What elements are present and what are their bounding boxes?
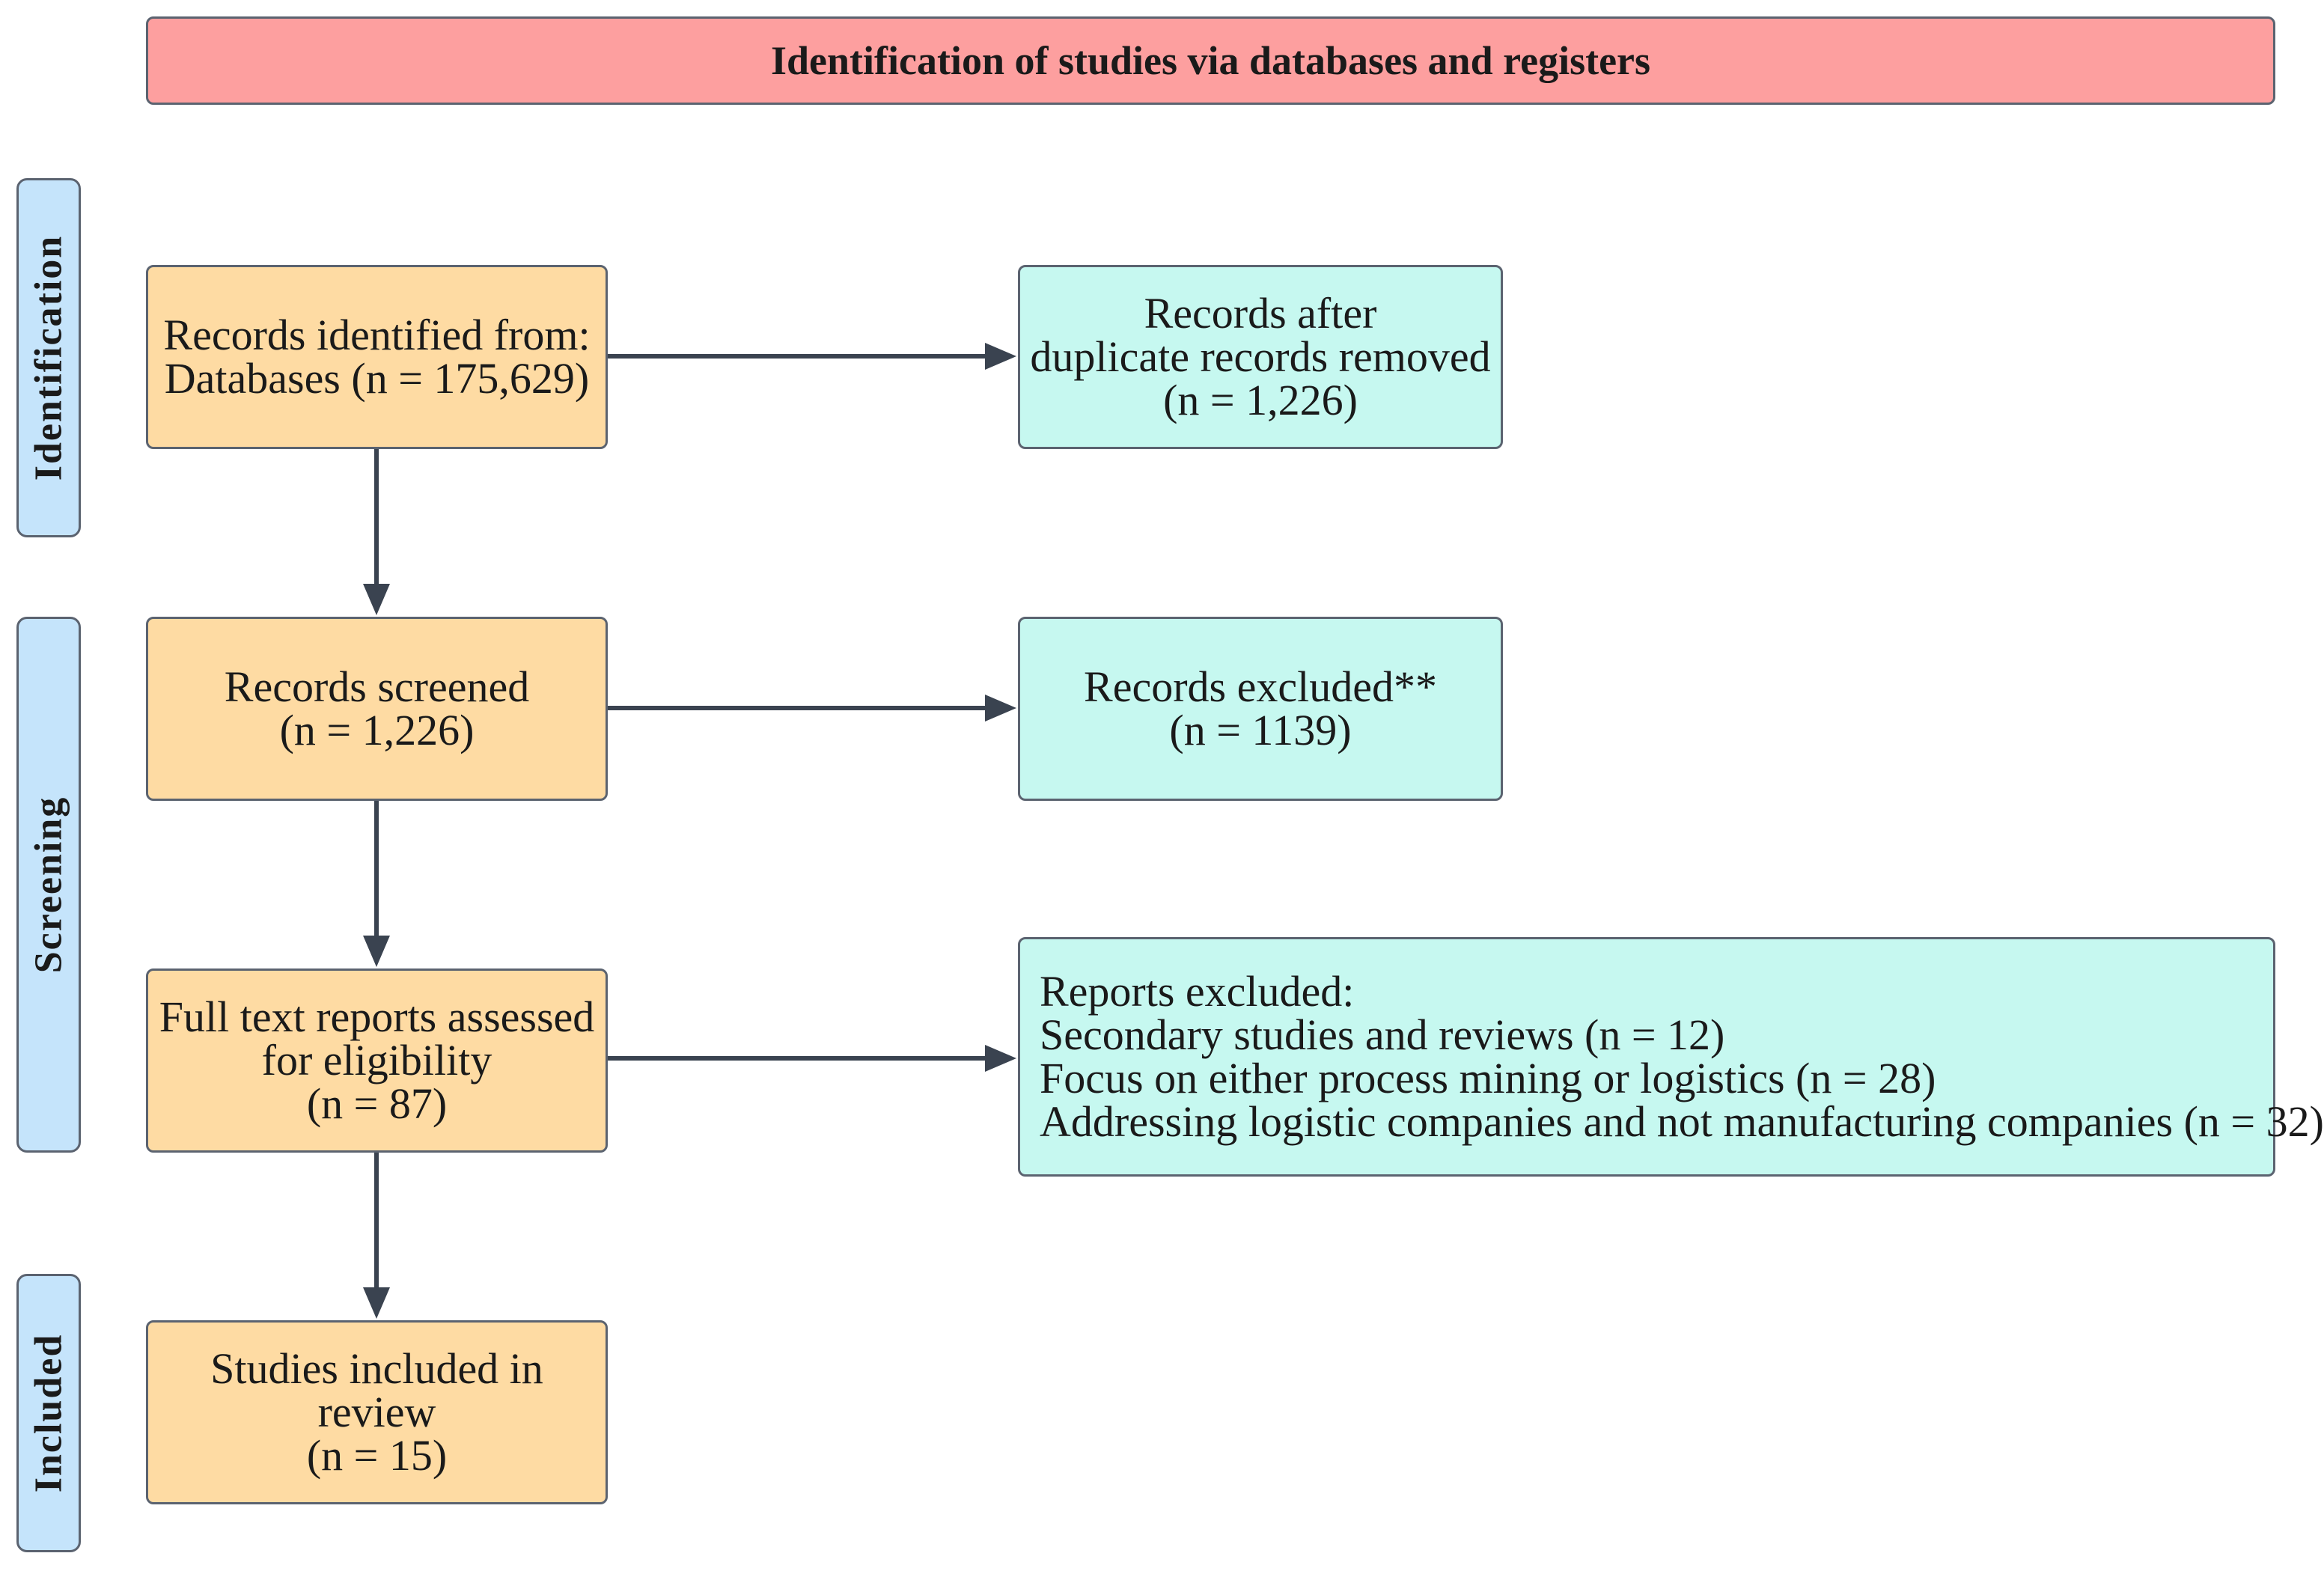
header-bar: Identification of studies via databases …: [146, 16, 2275, 105]
records-excluded-line-1: Records excluded**: [1084, 662, 1437, 711]
records-after-duplicates-line-1: Records after: [1144, 289, 1377, 338]
reports-excluded-line-2: Secondary studies and reviews (n = 12): [1040, 1010, 1725, 1059]
arrowhead-screened-to-full-text: [363, 936, 390, 967]
arrowhead-full-text-to-included: [363, 1287, 390, 1319]
stage-included: Included: [16, 1274, 81, 1552]
full-text-assessed-line-2: for eligibility: [261, 1036, 492, 1085]
full-text-assessed-line-1: Full text reports assessed: [159, 992, 595, 1041]
stage-screening: Screening: [16, 617, 81, 1153]
records-identified-line-1: Records identified from:: [163, 311, 591, 359]
full-text-assessed-line-3: (n = 87): [306, 1079, 448, 1128]
records-screened-line-1: Records screened: [224, 662, 530, 711]
studies-included-line-1: Studies included in: [210, 1344, 543, 1393]
studies-included-box: Studies included in review (n = 15): [146, 1320, 608, 1504]
records-excluded-line-2: (n = 1139): [1169, 706, 1352, 754]
records-after-duplicates-box: Records after duplicate records removed …: [1018, 265, 1503, 449]
reports-excluded-line-3: Focus on either process mining or logist…: [1040, 1054, 1936, 1102]
stage-identification: Identification: [16, 178, 81, 537]
records-screened-box: Records screened (n = 1,226): [146, 617, 608, 801]
records-excluded-box: Records excluded** (n = 1139): [1018, 617, 1503, 801]
records-after-duplicates-line-2: duplicate records removed: [1030, 332, 1491, 381]
arrowhead-full-text-to-reports-excluded: [985, 1045, 1016, 1072]
records-screened-line-2: (n = 1,226): [279, 706, 475, 754]
arrowhead-screened-to-excluded: [985, 695, 1016, 722]
reports-excluded-box: Reports excluded: Secondary studies and …: [1018, 937, 2324, 1177]
full-text-assessed-box: Full text reports assessed for eligibili…: [146, 968, 608, 1153]
studies-included-line-3: (n = 15): [306, 1431, 448, 1480]
records-after-duplicates-line-3: (n = 1,226): [1163, 376, 1358, 424]
studies-included-line-2: review: [317, 1388, 436, 1436]
records-identified-line-2: Databases (n = 175,629): [164, 354, 590, 403]
header-title: Identification of studies via databases …: [770, 38, 1651, 83]
arrowhead-identified-to-duplicates: [985, 343, 1016, 370]
reports-excluded-line-4: Addressing logistic companies and not ma…: [1040, 1097, 2324, 1146]
arrowhead-identified-to-screened: [363, 584, 390, 615]
reports-excluded-line-1: Reports excluded:: [1040, 967, 1355, 1016]
records-identified-box: Records identified from: Databases (n = …: [146, 265, 608, 449]
